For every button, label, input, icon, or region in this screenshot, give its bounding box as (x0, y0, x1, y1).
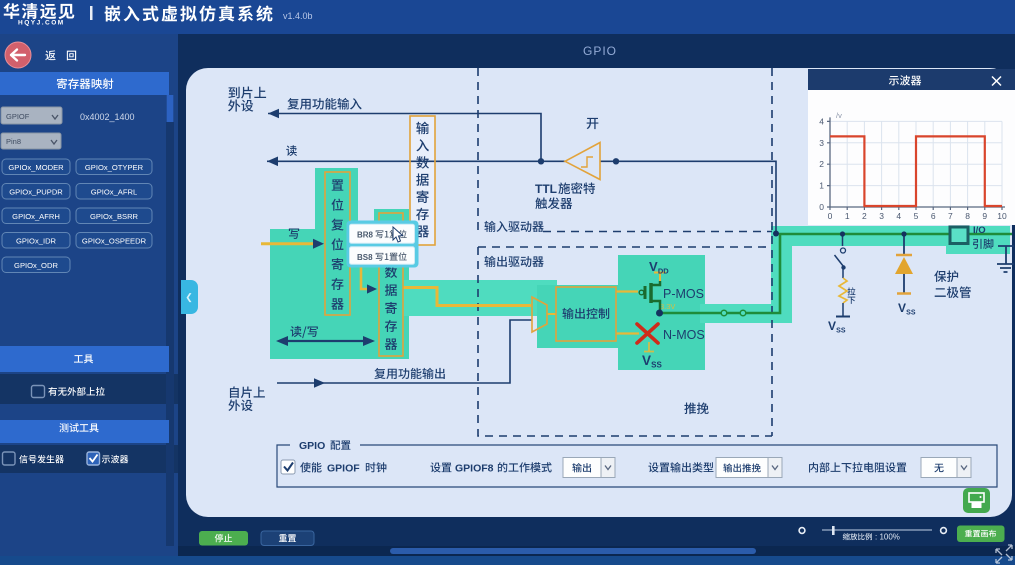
svg-text:8: 8 (965, 211, 970, 221)
svg-text:2: 2 (862, 211, 867, 221)
svg-text:GPIOx_BSRR: GPIOx_BSRR (90, 212, 139, 221)
svg-text:0x4002_1400: 0x4002_1400 (80, 112, 135, 122)
svg-text:SS: SS (836, 328, 846, 335)
svg-text:GPIOx_ODR: GPIOx_ODR (14, 261, 58, 270)
svg-text:6: 6 (931, 211, 936, 221)
svg-text:TTL: TTL (535, 182, 557, 196)
svg-text:10: 10 (997, 211, 1007, 221)
svg-text:1: 1 (845, 211, 850, 221)
svg-text:V: V (828, 319, 836, 333)
svg-text:GPIOF: GPIOF (327, 463, 360, 475)
svg-text:SS: SS (906, 310, 916, 317)
svg-text:N-MOS: N-MOS (663, 328, 705, 342)
svg-text:9: 9 (982, 211, 987, 221)
svg-text:SS: SS (651, 361, 662, 370)
svg-text:DD: DD (658, 267, 669, 276)
svg-text:4: 4 (896, 211, 901, 221)
svg-text:BR8: BR8 (357, 231, 374, 240)
svg-text:3: 3 (879, 211, 884, 221)
svg-text:GPIOx_IDR: GPIOx_IDR (16, 237, 57, 246)
svg-text:v1.4.0b: v1.4.0b (283, 11, 313, 21)
svg-text:Pin8: Pin8 (6, 137, 21, 146)
svg-text:3: 3 (819, 138, 824, 148)
svg-text:V: V (642, 353, 651, 368)
svg-text:5: 5 (914, 211, 919, 221)
svg-text:0: 0 (819, 202, 824, 212)
svg-text:: 100%: : 100% (875, 533, 900, 542)
svg-text:GPIOx_PUPDR: GPIOx_PUPDR (9, 188, 63, 197)
svg-text:GPIOF: GPIOF (6, 112, 30, 121)
svg-text:GPIOx_OSPEEDR: GPIOx_OSPEEDR (82, 237, 147, 246)
svg-text:GPIOx_MODER: GPIOx_MODER (8, 163, 64, 172)
svg-text:GPIO: GPIO (299, 440, 325, 452)
svg-text:GPIOx_AFRH: GPIOx_AFRH (12, 212, 60, 221)
svg-text:V: V (649, 259, 658, 274)
svg-text:I/O: I/O (973, 225, 986, 236)
svg-text:GPIOx_OTYPER: GPIOx_OTYPER (85, 163, 144, 172)
svg-text:2: 2 (819, 159, 824, 169)
svg-text:GPIO: GPIO (583, 44, 617, 58)
svg-text:GPIOF8: GPIOF8 (455, 463, 494, 475)
svg-text:3.3V: 3.3V (660, 302, 675, 311)
svg-text:4: 4 (819, 116, 824, 126)
svg-text:/v: /v (836, 111, 842, 120)
svg-text:7: 7 (948, 211, 953, 221)
svg-text:1: 1 (819, 181, 824, 191)
svg-text:0: 0 (828, 211, 833, 221)
svg-text:V: V (898, 301, 906, 315)
svg-text:HQYJ.COM: HQYJ.COM (18, 20, 65, 27)
svg-text:GPIOx_AFRL: GPIOx_AFRL (91, 188, 137, 197)
svg-text:BS8: BS8 (357, 253, 373, 262)
svg-text:❮: ❮ (185, 292, 193, 303)
svg-text:P-MOS: P-MOS (663, 287, 704, 301)
